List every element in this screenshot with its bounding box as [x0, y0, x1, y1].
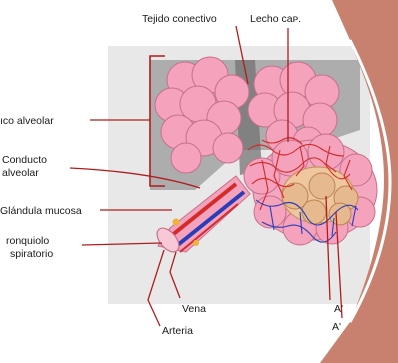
label-alveolo-2: A' [332, 321, 341, 333]
label-conducto-alveolar-2: alveolar [2, 167, 39, 179]
label-vena: Vena [182, 303, 206, 315]
label-bronquiolo-2: spiratorio [10, 248, 53, 260]
label-conducto-alveolar-1: Conducto [2, 154, 47, 166]
mucous-gland-1 [173, 219, 180, 226]
label-alveolo-1: A' [334, 303, 343, 315]
label-arteria: Arteria [162, 325, 193, 337]
label-saco-alveolar: ıco alveolar [0, 115, 54, 127]
label-glandula-mucosa: Glándula mucosa [0, 205, 82, 217]
label-tejido-conectivo: Tejido conectivo [142, 13, 217, 25]
label-lecho-capilar: Lecho caᴘ. [250, 13, 301, 25]
mucous-gland-2 [193, 240, 199, 246]
label-bronquiolo-1: ronquiolo [6, 235, 49, 247]
